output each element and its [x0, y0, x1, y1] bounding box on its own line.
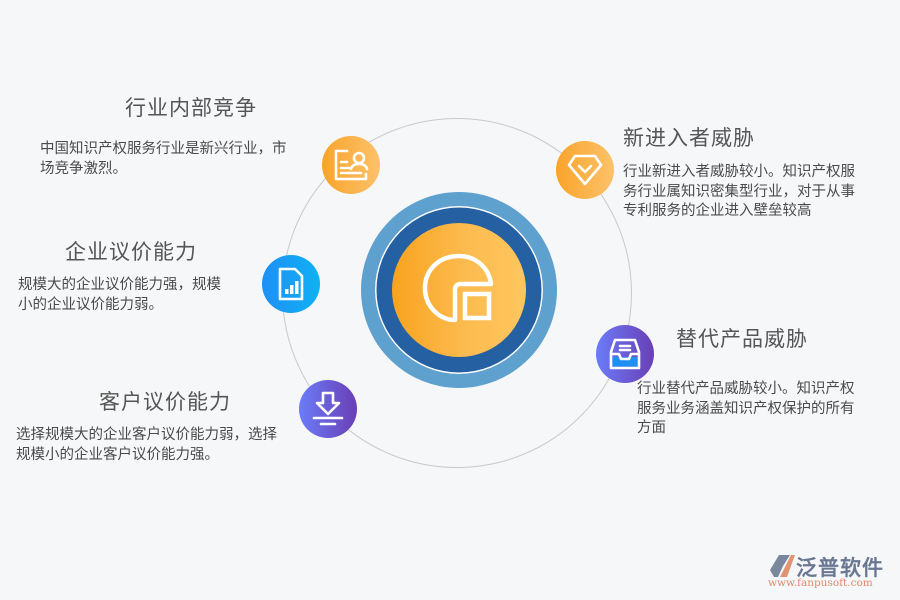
center-hub	[361, 192, 557, 388]
item-title: 企业议价能力	[65, 240, 197, 264]
description-line: 专利服务的企业进入壁垒较高	[623, 203, 812, 219]
center-hub-ring	[375, 206, 543, 374]
node-customer-bargaining	[299, 380, 357, 438]
node-new-entrants	[556, 141, 614, 199]
brand-name: 泛普软件	[796, 556, 884, 580]
brand-logo: 泛普软件 www.fanpusoft.com	[768, 552, 898, 592]
item-description: 中国知识产权服务行业是新兴行业，市 场竞争激烈。	[40, 140, 330, 179]
description-line: 规模小的企业客户议价能力强。	[16, 446, 219, 463]
description-line: 场竞争激烈。	[40, 160, 127, 177]
description-line: 行业替代产品威胁较小。知识产权	[637, 381, 855, 397]
item-description: 行业新进入者威胁较小。知识产权服 务行业属知识密集型行业，对于从事 专利服务的企…	[623, 163, 893, 222]
description-line: 服务业务涵盖知识产权保护的所有	[637, 400, 855, 417]
document-chart-icon	[278, 267, 304, 301]
node-industry-competition	[322, 136, 380, 194]
node-enterprise-bargaining	[262, 255, 320, 313]
description-line: 规模大的企业议价能力强，规模	[18, 277, 221, 293]
description-line: 选择规模大的企业客户议价能力弱，选择	[16, 427, 277, 443]
brand-url: www.fanpusoft.com	[768, 577, 873, 589]
logo-mark-icon	[770, 555, 795, 577]
node-substitute-threat	[596, 325, 654, 383]
item-title: 新进入者威胁	[623, 126, 755, 150]
description-line: 中国知识产权服务行业是新兴行业，市	[40, 141, 287, 157]
description-line: 方面	[637, 420, 666, 436]
item-title: 替代产品威胁	[676, 327, 808, 351]
item-description: 选择规模大的企业客户议价能力弱，选择 规模小的企业客户议价能力强。	[16, 426, 316, 465]
download-icon	[312, 391, 344, 426]
center-hub-core	[392, 223, 526, 357]
pie-chart-icon	[422, 253, 494, 323]
inbox-tray-icon	[609, 338, 641, 370]
description-line: 小的企业议价能力弱。	[18, 296, 163, 313]
description-line: 行业新进入者威胁较小。知识产权服	[623, 164, 855, 180]
item-description: 规模大的企业议价能力强，规模 小的企业议价能力弱。	[18, 276, 268, 315]
diamond-icon	[567, 154, 603, 186]
description-line: 务行业属知识密集型行业，对于从事	[623, 183, 855, 200]
item-description: 行业替代产品威胁较小。知识产权 服务业务涵盖知识产权保护的所有 方面	[637, 380, 892, 439]
id-card-icon	[334, 149, 369, 181]
item-title: 客户议价能力	[99, 390, 231, 414]
item-title: 行业内部竞争	[125, 96, 257, 120]
